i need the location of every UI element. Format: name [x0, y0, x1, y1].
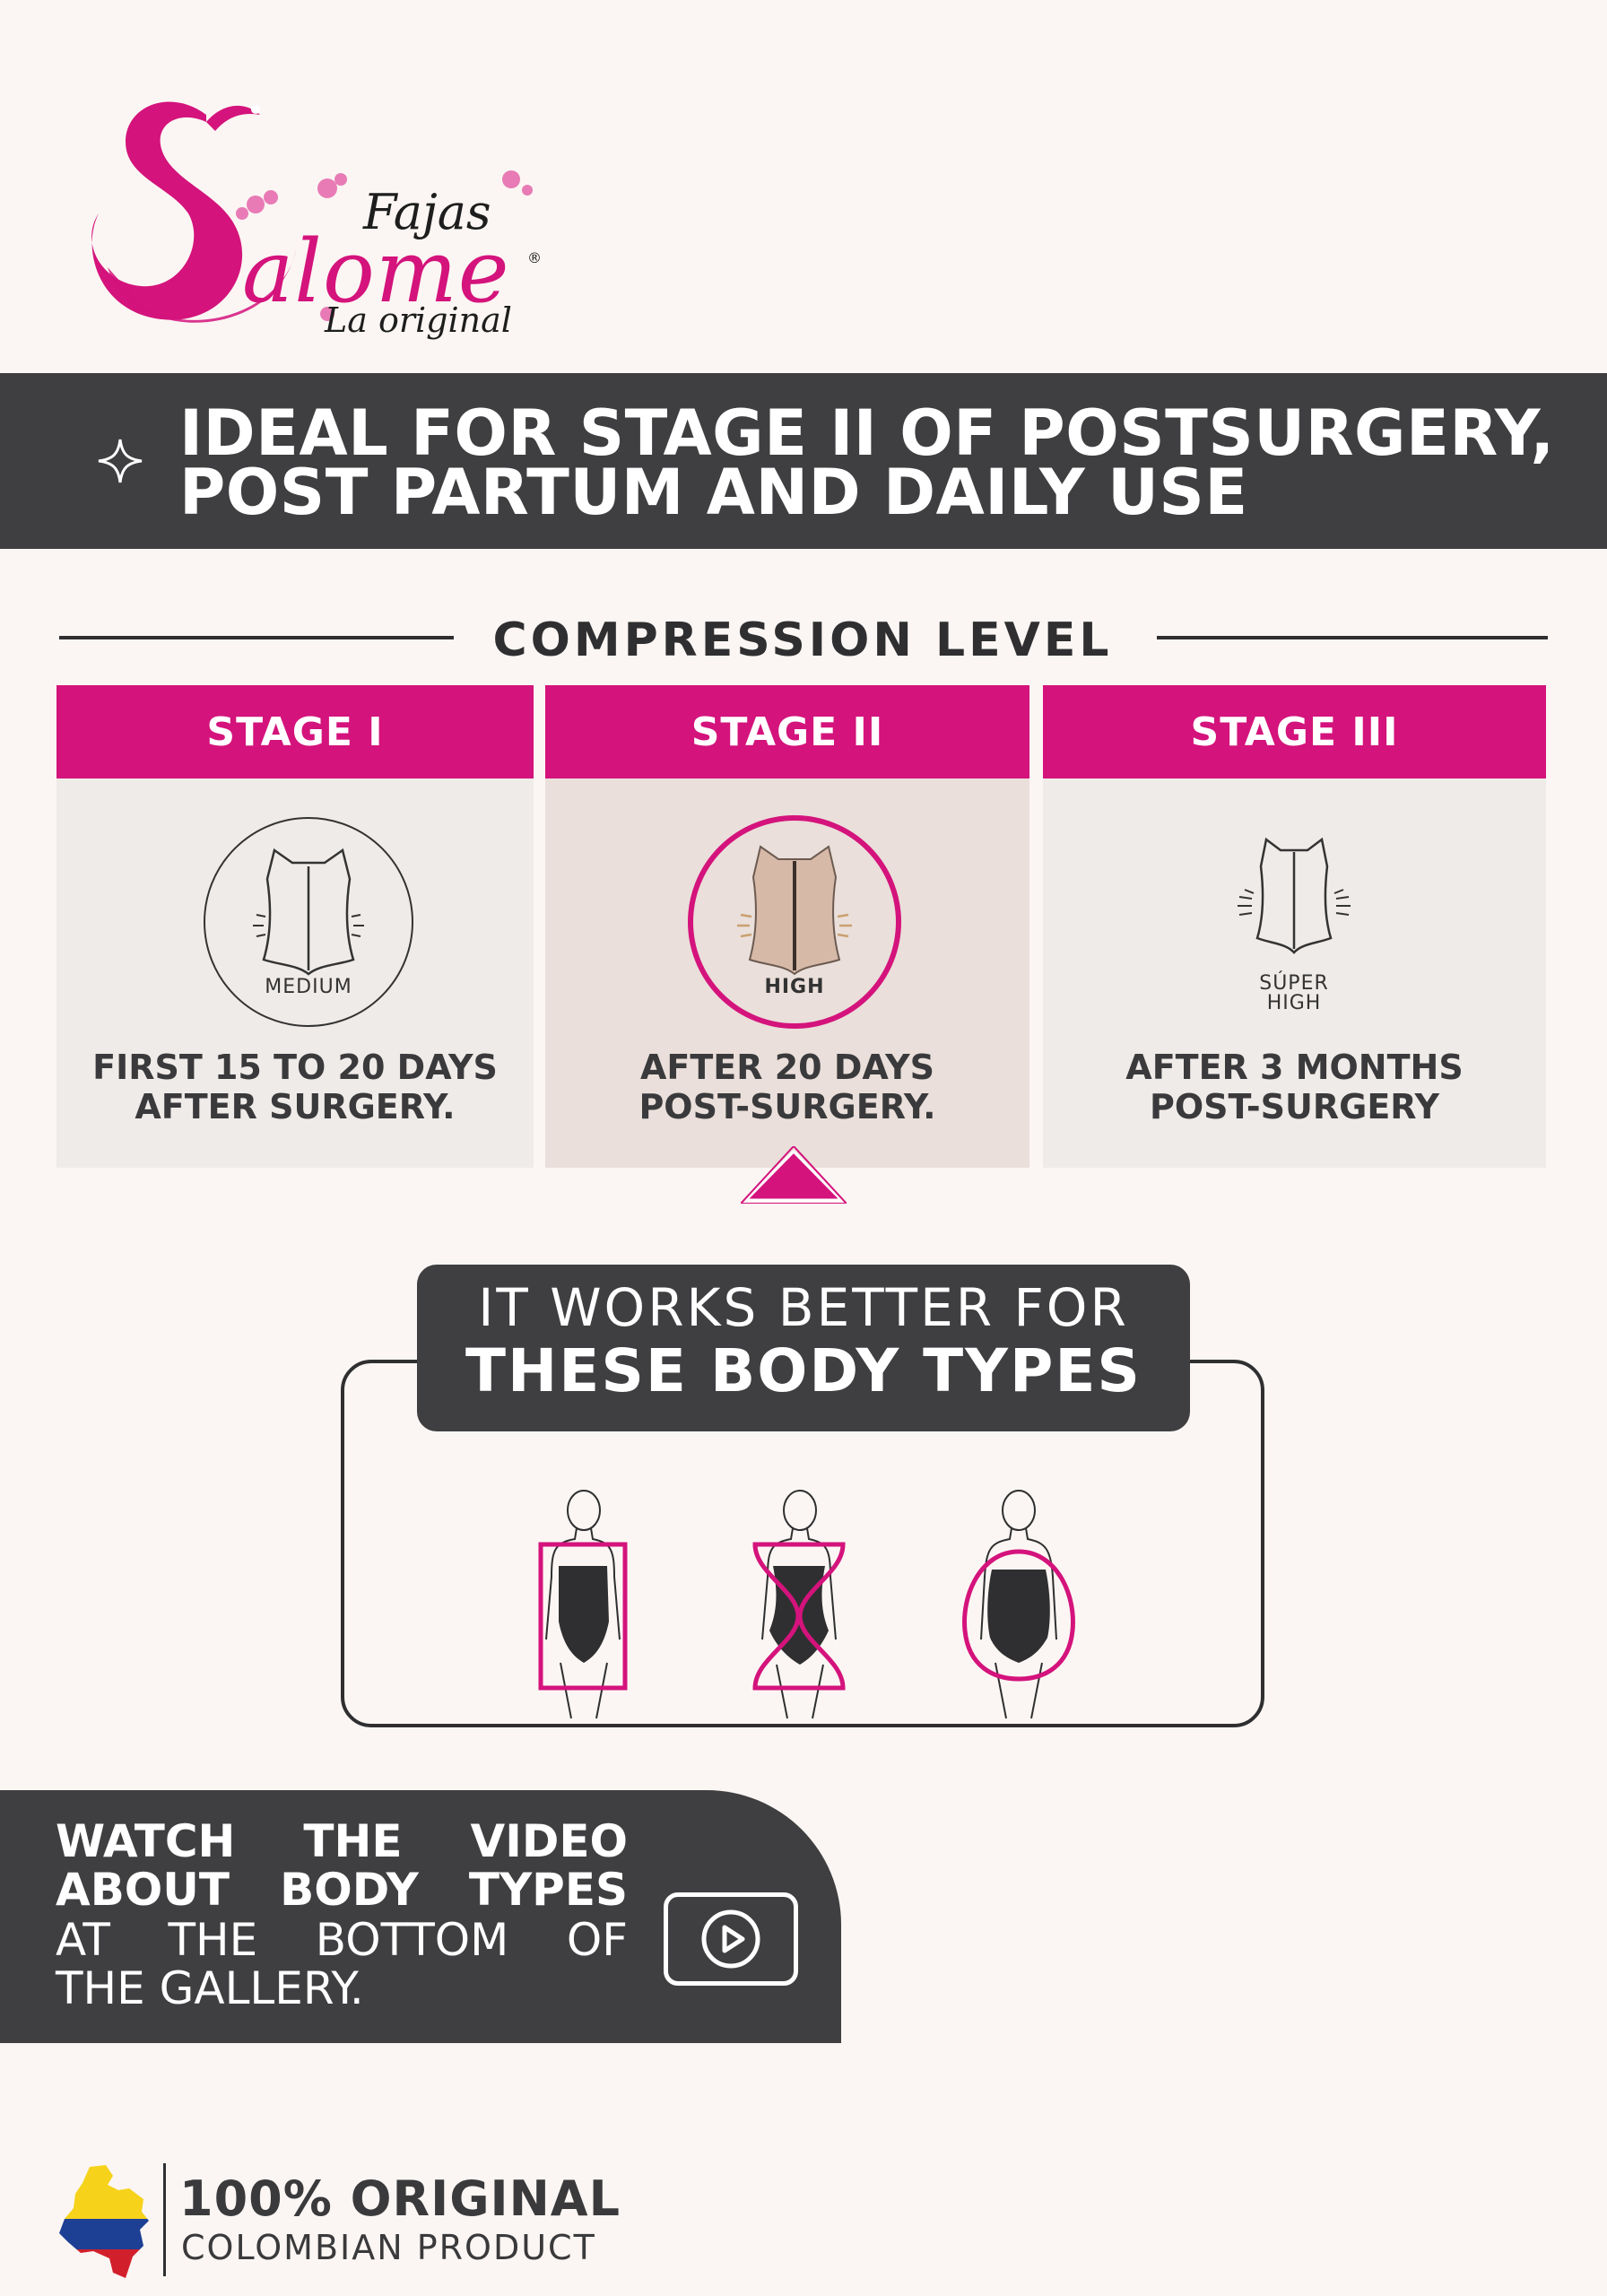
stage-1-level: MEDIUM [265, 976, 352, 998]
body-types-heading-box [417, 1265, 1190, 1431]
stage-2-header: STAGE II [545, 685, 1029, 778]
stage-2-level: HIGH [764, 976, 825, 998]
stage-2-desc-2: POST-SURGERY. [638, 1087, 936, 1126]
headline-banner [0, 373, 1607, 549]
colombia-map-icon [59, 2165, 149, 2278]
stage-1-desc-2: AFTER SURGERY. [135, 1087, 456, 1126]
watch-video-panel [0, 1790, 841, 2043]
footer-original: 100% ORIGINAL [179, 2170, 621, 2227]
brand-fajas: Fajas [363, 184, 491, 240]
headline-line-2: POST PARTUM AND DAILY USE [179, 456, 1248, 529]
body-types-heading-2: THESE BODY TYPES [465, 1336, 1142, 1405]
stage-2-desc-1: AFTER 20 DAYS [639, 1048, 935, 1087]
stage-3-level-2: HIGH [1266, 992, 1322, 1014]
brand-logo-swan-icon [91, 101, 533, 323]
play-icon [701, 1909, 760, 1969]
compression-title: COMPRESSION LEVEL [492, 613, 1113, 667]
footer-divider [163, 2163, 166, 2276]
headline-line-1: IDEAL FOR STAGE II OF POSTSURGERY, [179, 396, 1555, 470]
stage-1-header: STAGE I [56, 685, 534, 778]
watch-line-3: AT THE BOTTOM OF [56, 1914, 628, 1966]
body-types-heading-1: IT WORKS BETTER FOR [478, 1277, 1129, 1338]
super-high-compression-icon [1238, 837, 1351, 954]
brand-salome: alome [242, 222, 510, 322]
watch-line-4: THE GALLERY. [56, 1962, 364, 2014]
stage-3-desc-2: POST-SURGERY [1150, 1087, 1439, 1126]
stage-1-card [56, 778, 534, 1168]
watch-line-2: ABOUT BODY TYPES [56, 1864, 628, 1916]
stage-3-header: STAGE III [1043, 685, 1546, 778]
stage-3-card [1043, 778, 1546, 1168]
sparkle-icon [98, 439, 143, 483]
rectangle-body-icon [538, 1490, 628, 1719]
round-body-icon [962, 1490, 1075, 1719]
divider-right [1157, 636, 1548, 639]
footer-colombian-product: COLOMBIAN PRODUCT [181, 2228, 596, 2267]
stage-1-desc-1: FIRST 15 TO 20 DAYS [92, 1048, 498, 1087]
brand-tagline: La original [325, 300, 512, 340]
selected-stage-pointer-icon [741, 1146, 847, 1204]
high-compression-icon [688, 815, 901, 1029]
stage-3-level-1: SÚPER [1259, 972, 1329, 995]
registered-mark: ® [527, 249, 542, 266]
play-video-button[interactable] [664, 1892, 798, 1986]
hourglass-body-icon [752, 1490, 846, 1719]
medium-compression-icon [204, 817, 413, 1027]
watch-line-1: WATCH THE VIDEO [56, 1815, 628, 1867]
divider-left [59, 636, 454, 639]
stage-3-desc-1: AFTER 3 MONTHS [1125, 1048, 1464, 1087]
